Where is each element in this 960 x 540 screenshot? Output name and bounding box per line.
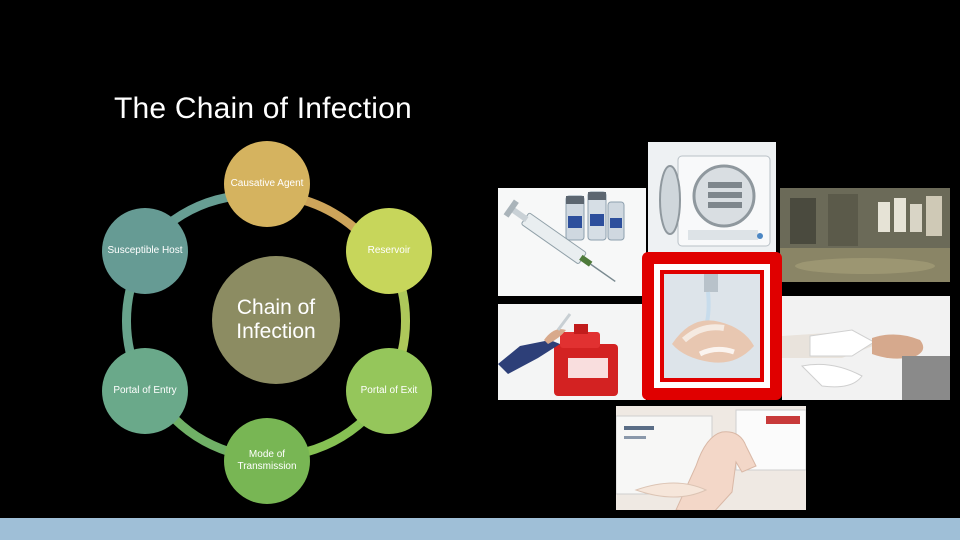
syringe-vials-photo [498,188,646,296]
node-label: Reservoir [367,245,411,256]
flooded-room-photo [780,188,950,282]
node-label: Portal of Entry [113,385,177,396]
autoclave-photo [648,142,776,254]
sharps-container-photo [498,304,646,400]
node-mode-of-transmission: Mode of Transmission [224,418,310,504]
node-causative-agent: Causative Agent [224,141,310,227]
center-node-chain-of-infection: Chain of Infection [212,256,340,384]
bottom-bar [0,518,960,540]
node-susceptible-host: Susceptible Host [102,208,188,294]
node-label: Causative Agent [230,178,304,189]
handwashing-photo [642,252,782,400]
bandaged-arm-photo [782,296,950,400]
node-portal-of-exit: Portal of Exit [346,348,432,434]
arc-entry-host [122,289,135,353]
node-label: Susceptible Host [107,245,183,256]
arc-reservoir-exit [397,289,410,353]
highlight-frame [654,264,770,388]
node-label: Portal of Exit [360,385,418,396]
gloves-box-photo [616,406,806,510]
node-portal-of-entry: Portal of Entry [102,348,188,434]
node-reservoir: Reservoir [346,208,432,294]
node-label: Mode of Transmission [237,449,297,472]
slide-title: The Chain of Infection [114,92,412,125]
